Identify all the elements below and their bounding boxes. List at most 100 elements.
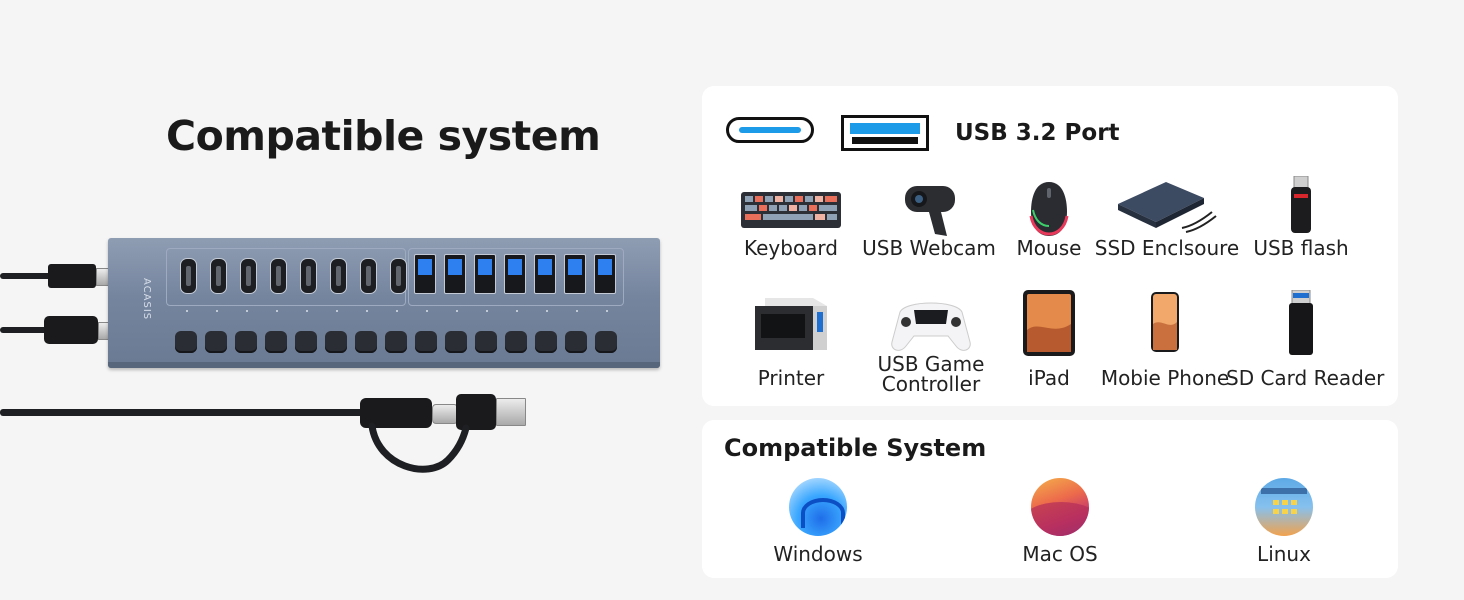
cable	[0, 409, 370, 416]
usb-a-plug	[456, 394, 496, 430]
usb-hub-illustration: ACASIS	[0, 200, 680, 500]
port-power-button	[595, 331, 617, 353]
device-printer: Printer	[716, 290, 866, 388]
port-led	[456, 310, 458, 312]
usb-a-port	[504, 254, 526, 294]
port-power-button	[205, 331, 227, 353]
port-led	[246, 310, 248, 312]
hub-body: ACASIS	[108, 238, 660, 368]
device-label: Mobie Phone	[1100, 366, 1230, 390]
port-power-button	[475, 331, 497, 353]
port-power-button	[505, 331, 527, 353]
keyboard-icon	[716, 176, 866, 238]
ssd-enclosure-icon	[1092, 176, 1242, 238]
port-led	[516, 310, 518, 312]
os-linux: Linux	[1214, 478, 1354, 566]
usb-a-port	[534, 254, 556, 294]
port-led	[276, 310, 278, 312]
hub-brand: ACASIS	[141, 278, 152, 321]
usb-a-port	[594, 254, 616, 294]
device-label: USB Game Controller	[877, 352, 985, 396]
port-led	[486, 310, 488, 312]
usb-c-port	[270, 258, 287, 294]
usb-c-port	[180, 258, 197, 294]
windows-logo-icon	[789, 478, 847, 536]
page-headline: Compatible system	[166, 112, 601, 160]
compatible-system-panel: Compatible System Windows Mac OS Linux	[702, 420, 1398, 578]
printer-icon	[716, 290, 866, 360]
device-keyboard: Keyboard	[716, 176, 866, 258]
phone-icon	[1090, 290, 1240, 360]
port-power-button	[325, 331, 347, 353]
webcam-icon	[854, 176, 1004, 238]
device-sd-card-reader: SD Card Reader	[1226, 289, 1385, 390]
cable	[0, 273, 60, 279]
device-label: SD Card Reader	[1226, 366, 1385, 390]
adapter-cable-loop	[368, 422, 470, 473]
device-label: Printer	[757, 366, 825, 390]
usb-c-port	[330, 258, 347, 294]
device-usb-flash: USB flash	[1226, 175, 1376, 260]
port-power-button	[265, 331, 287, 353]
section-title: Compatible System	[724, 434, 987, 462]
port-power-button	[445, 331, 467, 353]
device-label: SSD Enclsoure	[1094, 236, 1240, 260]
mouse-icon	[974, 176, 1124, 238]
port-power-button	[235, 331, 257, 353]
device-label: USB Webcam	[862, 236, 996, 260]
port-led	[606, 310, 608, 312]
usb-flash-icon	[1226, 175, 1376, 238]
devices-panel: USB 3.2 Port Keyboard USB Webcam	[702, 86, 1398, 406]
device-game-controller: USB Game Controller	[856, 290, 1006, 394]
os-windows: Windows	[748, 478, 888, 566]
usb-plug	[48, 264, 96, 288]
device-ssd-enclosure: SSD Enclsoure	[1092, 176, 1242, 258]
device-label: USB flash	[1253, 236, 1349, 260]
port-power-button	[415, 331, 437, 353]
sd-card-reader-icon	[1226, 289, 1376, 360]
port-led	[426, 310, 428, 312]
ipad-icon	[974, 290, 1124, 360]
port-power-button	[295, 331, 317, 353]
device-mouse: Mouse	[974, 176, 1124, 258]
typea-port-group	[408, 248, 624, 306]
game-controller-icon	[856, 290, 1006, 354]
port-led	[396, 310, 398, 312]
os-label: Linux	[1257, 542, 1311, 566]
macos-logo-icon	[1031, 478, 1089, 536]
device-ipad: iPad	[974, 290, 1124, 388]
usb-a-port	[474, 254, 496, 294]
os-macos: Mac OS	[990, 478, 1130, 566]
usb-c-port	[300, 258, 317, 294]
port-led	[546, 310, 548, 312]
port-led	[186, 310, 188, 312]
os-label: Windows	[773, 542, 863, 566]
usb-c-port	[360, 258, 377, 294]
port-led	[336, 310, 338, 312]
os-label: Mac OS	[1022, 542, 1098, 566]
usb-c-port	[210, 258, 227, 294]
linux-logo-icon	[1255, 478, 1313, 536]
usb-a-port-icon	[841, 115, 929, 151]
port-power-button	[385, 331, 407, 353]
usb-c-port	[240, 258, 257, 294]
port-label: USB 3.2 Port	[955, 120, 1120, 146]
device-label: Mouse	[1016, 236, 1082, 260]
port-led	[576, 310, 578, 312]
usb-a-connector	[496, 398, 526, 426]
usb-c-port	[390, 258, 407, 294]
usb-a-port	[444, 254, 466, 294]
port-power-button	[355, 331, 377, 353]
usb-a-port	[564, 254, 586, 294]
port-led	[216, 310, 218, 312]
port-power-button	[175, 331, 197, 353]
usb-c-connector	[432, 404, 458, 424]
dc-plug	[44, 316, 98, 344]
port-power-button	[565, 331, 587, 353]
device-label: Keyboard	[743, 236, 838, 260]
port-led	[366, 310, 368, 312]
device-webcam: USB Webcam	[854, 176, 1004, 258]
cable	[0, 327, 50, 333]
device-label: iPad	[1028, 366, 1070, 390]
port-led	[306, 310, 308, 312]
